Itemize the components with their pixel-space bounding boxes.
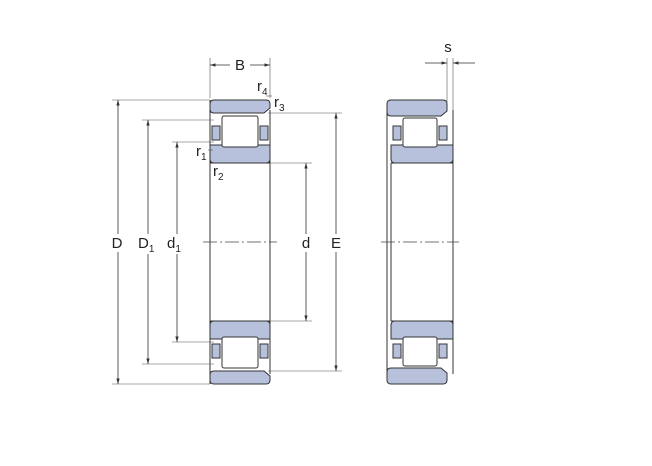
inner-rib-left-bottom — [211, 343, 221, 359]
inner-rib-right-bottom — [259, 343, 269, 359]
rib-right-top-side — [438, 125, 448, 141]
front-section-view — [203, 99, 277, 385]
roller-bottom — [221, 336, 259, 369]
outer-ring-top — [209, 99, 271, 114]
outer-ring-bottom-side — [386, 367, 448, 385]
inner-ring-top — [209, 144, 271, 164]
inner-rib-left-top — [211, 125, 221, 141]
rib-right-bottom-side — [438, 343, 448, 359]
roller-bottom-side — [402, 336, 438, 367]
roller-top-side — [402, 117, 438, 148]
rib-left-top-side — [392, 125, 402, 141]
label-D1: D1 — [138, 235, 155, 255]
outer-ring-bottom — [209, 370, 271, 385]
roller-top — [221, 115, 259, 148]
label-d1: d1 — [167, 235, 181, 255]
top-bearing-section — [209, 99, 271, 164]
dimension-labels: B s r4 r3 r1 r2 D D1 d1 d E — [108, 39, 452, 255]
outer-ring-top-side — [386, 99, 448, 117]
label-D: D — [112, 235, 123, 252]
label-r1: r1 — [196, 143, 207, 163]
label-r3: r3 — [274, 94, 285, 114]
bottom-bearing-section — [209, 320, 271, 385]
inner-ring-top-side — [390, 144, 454, 164]
label-d: d — [302, 235, 310, 252]
inner-ring-bottom — [209, 320, 271, 340]
label-r4: r4 — [257, 78, 268, 98]
label-E: E — [331, 235, 341, 252]
inner-rib-right-top — [259, 125, 269, 141]
label-s: s — [444, 39, 452, 56]
label-r2: r2 — [213, 163, 224, 183]
label-B: B — [235, 57, 245, 74]
side-section-view — [381, 58, 475, 385]
inner-ring-bottom-side — [390, 320, 454, 340]
rib-left-bottom-side — [392, 343, 402, 359]
